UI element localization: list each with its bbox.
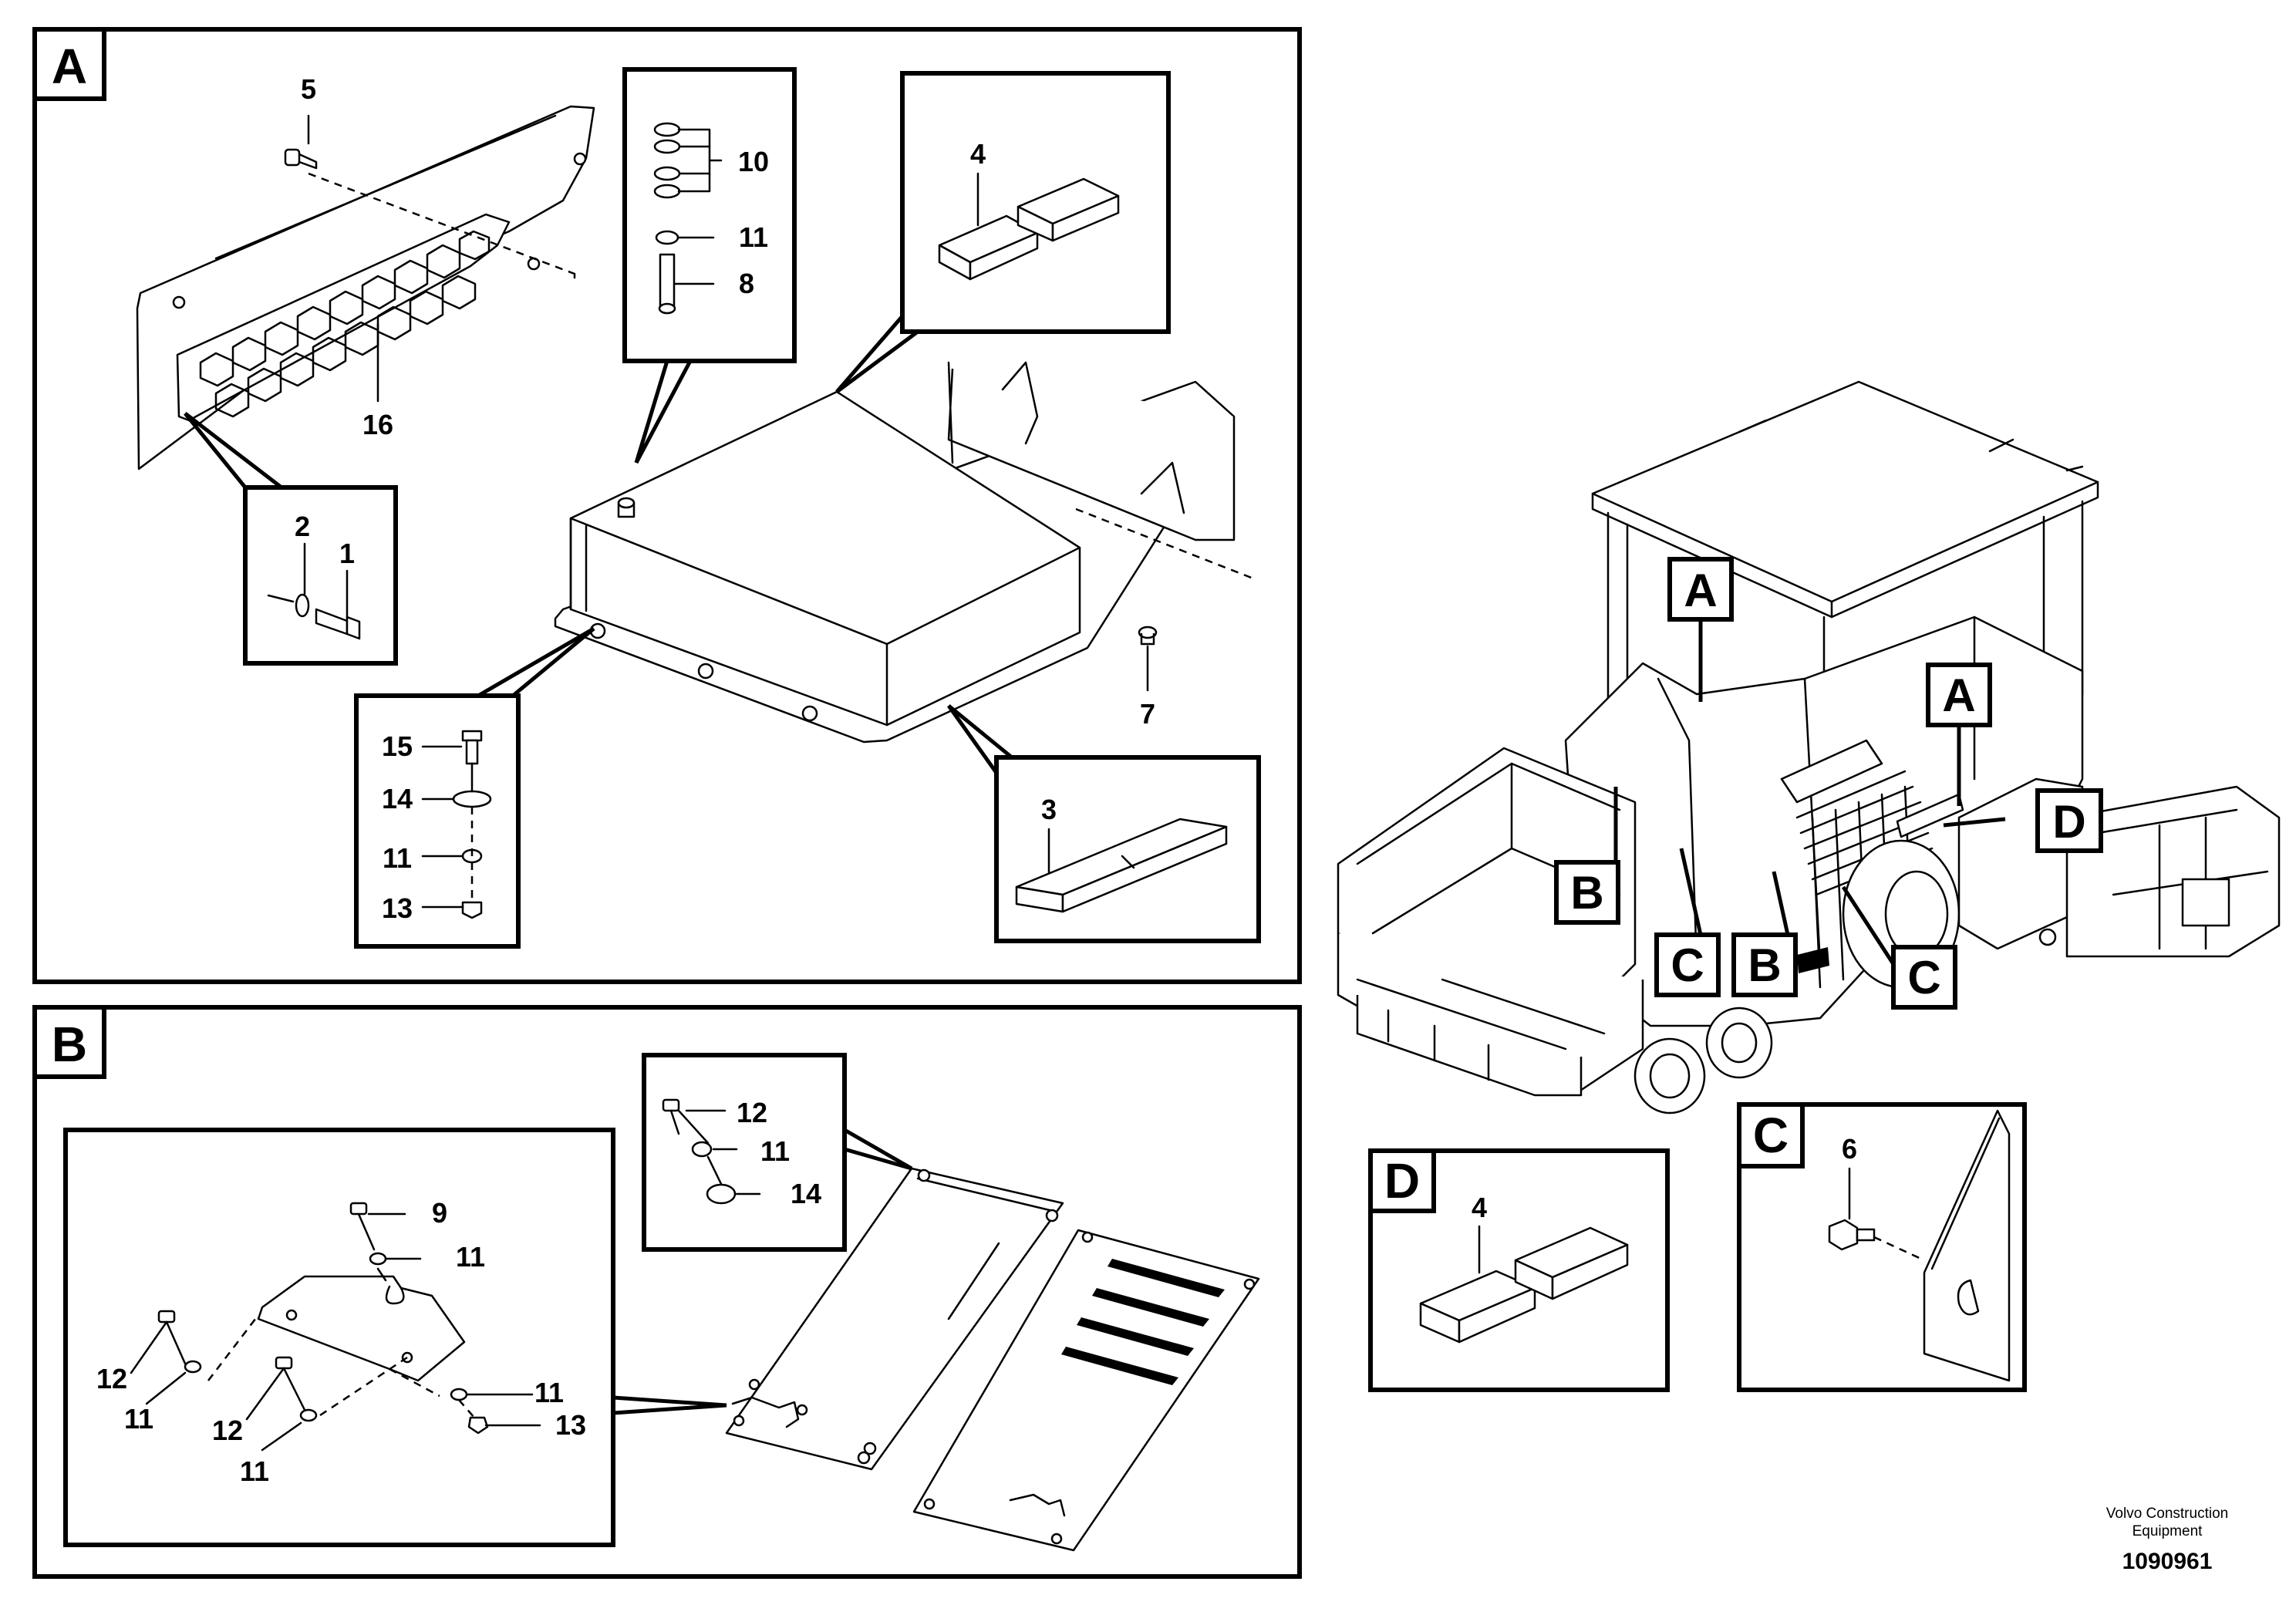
grille-panel: [136, 105, 595, 470]
b-small-fasteners: [130, 1202, 541, 1452]
detail-box-spacer-stack: [622, 67, 797, 363]
drawing-number: 1090961: [2122, 1549, 2213, 1574]
callout-c1: C: [1671, 939, 1704, 991]
callout-d1: D: [2052, 796, 2085, 848]
part-number: 12: [212, 1415, 243, 1446]
part-number: 12: [737, 1097, 767, 1128]
part-number: 8: [739, 268, 754, 299]
paver-overview: [1337, 380, 2281, 1114]
part-number: 4: [1472, 1192, 1487, 1223]
body-grille: [1780, 739, 1934, 989]
part-number: 13: [382, 892, 413, 924]
part-number: 13: [555, 1409, 586, 1441]
part-number: 11: [124, 1403, 153, 1435]
seal-strip-3: [1015, 818, 1228, 913]
section-a-panel: A: [32, 27, 1302, 984]
part-number: 14: [382, 783, 413, 814]
footer-line2: Equipment: [2132, 1523, 2203, 1539]
part-number: 16: [362, 409, 393, 440]
seal-strip-4b: [1419, 1226, 1629, 1344]
seal-strip-4a: [938, 177, 1120, 281]
c-plate: [1923, 1109, 2011, 1382]
part-number: 6: [1842, 1133, 1857, 1165]
callout-b1: B: [1570, 867, 1603, 919]
part-number: 9: [432, 1197, 447, 1229]
louvered-plate: [912, 1229, 1260, 1552]
part-number: 11: [534, 1377, 564, 1408]
part-number: 14: [791, 1178, 821, 1209]
part-number: 5: [301, 73, 316, 105]
section-b-panel: B 12 11 14: [32, 1005, 1302, 1579]
part-number: 3: [1041, 794, 1057, 825]
part-number: 11: [760, 1135, 790, 1167]
section-c-label: C: [1753, 1108, 1789, 1163]
fastener-stack: [421, 730, 492, 919]
part-number: 10: [738, 146, 769, 177]
part-number: 11: [240, 1455, 269, 1487]
part-number: 12: [96, 1363, 127, 1394]
part-number: 2: [295, 511, 310, 542]
detail-box-b-fasteners: [642, 1053, 847, 1252]
part-number: 15: [382, 730, 413, 762]
footer-line1: Volvo Construction: [2106, 1506, 2228, 1522]
section-d-label: D: [1384, 1153, 1420, 1209]
callout-a1: A: [1684, 565, 1717, 616]
callout-b2: B: [1748, 939, 1781, 991]
section-d-panel: D 4: [1368, 1148, 1670, 1392]
detail-box-fasteners: [354, 693, 521, 949]
engine-cover: [554, 361, 1254, 744]
part-number: 11: [456, 1241, 485, 1273]
part-number: 11: [383, 842, 412, 874]
detail-box-bolt-washer: [243, 485, 398, 666]
bolt-7: [1138, 626, 1158, 692]
bolt-6: [1828, 1219, 1925, 1262]
part-number: 7: [1140, 698, 1155, 730]
bolt-5: [284, 114, 318, 170]
washer-stack: [653, 122, 723, 315]
b-fastener-stack: [662, 1098, 761, 1205]
section-a-label: A: [52, 39, 87, 94]
overview-callouts: A A D B C B C: [1554, 557, 2103, 1010]
part-number: 4: [970, 138, 986, 170]
section-b-label: B: [52, 1017, 87, 1072]
callout-a2: A: [1942, 669, 1975, 721]
part-number: 1: [339, 538, 355, 569]
section-c-panel: C 6: [1737, 1102, 2027, 1392]
part-number: 11: [739, 221, 768, 253]
callout-c2: C: [1907, 952, 1940, 1003]
bracket: [207, 1275, 466, 1417]
side-plate: [725, 1167, 1064, 1471]
